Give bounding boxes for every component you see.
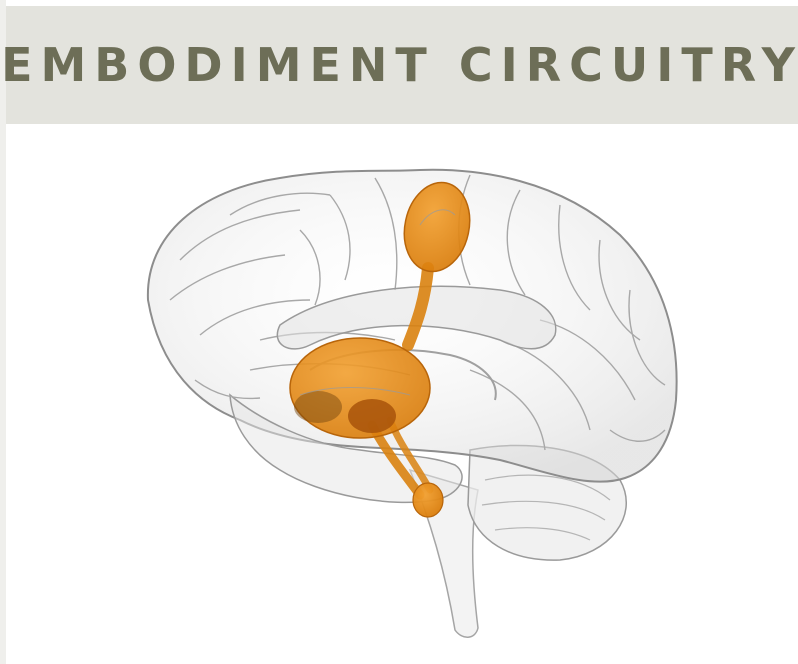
- brain-figure: [6, 124, 798, 664]
- central-region-shadow: [294, 391, 342, 423]
- page-title: EMBODIMENT CIRCUITRY: [1, 38, 798, 92]
- inferior-region: [413, 483, 443, 517]
- central-core: [348, 399, 396, 433]
- title-banner: EMBODIMENT CIRCUITRY: [6, 6, 798, 124]
- brain-illustration: [6, 124, 798, 664]
